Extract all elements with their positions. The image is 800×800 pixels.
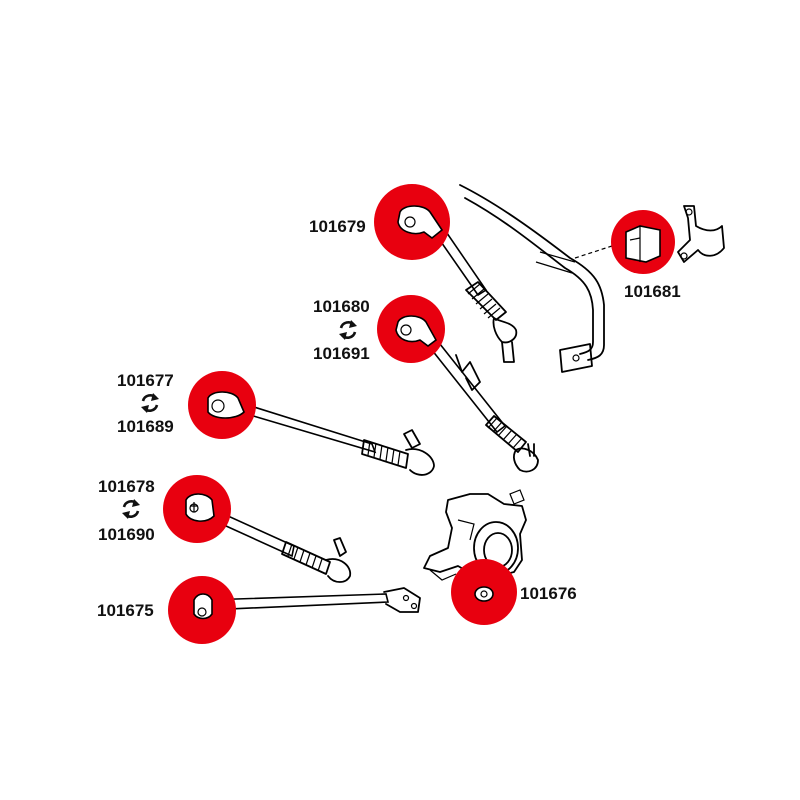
part-number-label: 101680 [313,297,370,316]
part-number-label: 101679 [309,217,366,236]
stabilizer-clamp [677,205,725,263]
bushing-eyes [185,205,661,620]
part-number-label: 101681 [624,282,681,301]
part-number-label: 101689 [117,417,174,436]
swap-arrows-icon [122,499,140,519]
part-labels: 101679 101680 101691 101677 101689 10167… [97,217,681,620]
toe-link-arm [422,332,539,473]
part-number-label: 101678 [98,477,155,496]
swap-arrows-icon [339,320,357,340]
part-number-label: 101675 [97,601,154,620]
trailing-rod [205,587,421,613]
stabilizer-bar [459,184,613,373]
part-number-label: 101677 [117,371,174,390]
part-number-label: 101691 [313,344,370,363]
swap-arrows-icon [141,393,159,413]
part-number-label: 101676 [520,584,577,603]
part-number-label: 101690 [98,525,155,544]
lateral-arm [236,400,435,476]
